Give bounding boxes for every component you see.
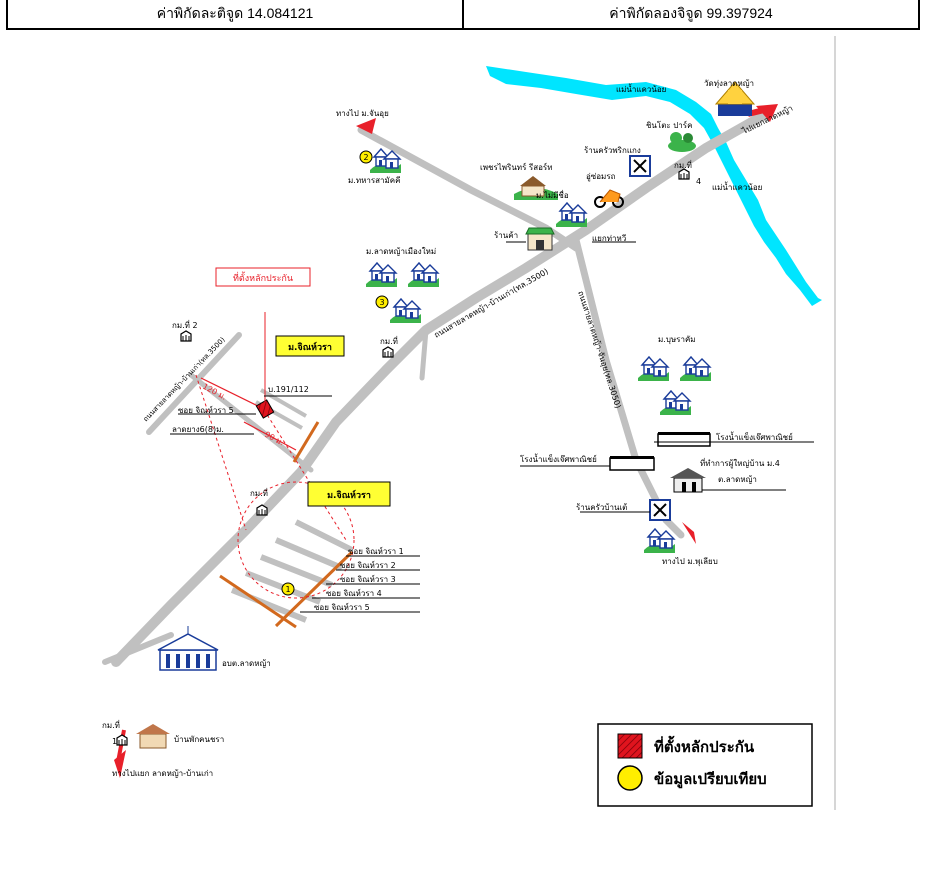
label-moo-thahan: ม.ทหารสามัคคี — [348, 176, 401, 185]
resort-icon — [514, 176, 558, 200]
label-village-head-office: ที่ทำการผู้ใหญ่บ้าน ม.4 — [700, 457, 780, 469]
label-ice-factory-right: โรงน้ำแข็งเจ๊ศพาณิชย์ — [716, 431, 793, 442]
legend-comparison-label: ข้อมูลเปรียบเทียบ — [654, 770, 767, 789]
svg-text:ม.จิณห์วรา: ม.จิณห์วรา — [327, 489, 371, 501]
label-dist-90: 90 ม. — [263, 430, 285, 448]
label-moo-maimeechue: ม.ไม่มีชื่อ — [536, 189, 569, 200]
label-restaurant-prikgaeng: ร้านครัวพริกแกง — [584, 146, 641, 155]
office-icon — [670, 468, 706, 493]
location-map: 2 3 1 ที่ตั้งหลักประกัน ม.จิณห์วรา ม.จิณ… — [102, 66, 822, 807]
house-icon — [407, 262, 440, 288]
frame-right-line — [834, 36, 836, 810]
km-post-icon — [678, 168, 690, 180]
map-labels: ทางไป ม.จันอุย ม.ทหารสามัคคี แม่น้ำแควน้… — [102, 79, 794, 778]
km-post-icon — [116, 734, 128, 746]
label-km4-num: 4 — [696, 177, 701, 186]
svg-text:2: 2 — [363, 153, 368, 162]
house-icon — [643, 528, 676, 554]
label-guesthouse: บ้านพักคนชรา — [174, 735, 224, 744]
label-soi-2: ซอย จิณห์วรา 2 — [340, 560, 396, 570]
km-post-icon — [382, 346, 394, 358]
label-paved-road: ลาดยาง6(8)ม. — [172, 425, 224, 434]
label-soi-4: ซอย จิณห์วรา 4 — [326, 588, 382, 598]
comparison-marker-3: 3 — [375, 295, 389, 309]
soi-boundaries — [219, 421, 354, 629]
label-garage: อู่ซ่อมรถ — [586, 172, 616, 182]
label-river-top: แม่น้ำแควน้อย — [616, 83, 666, 94]
svg-text:3: 3 — [379, 298, 384, 307]
label-soi-5: ซอย จิณห์วรา 5 — [314, 602, 370, 612]
svg-text:ที่ตั้งหลักประกัน: ที่ตั้งหลักประกัน — [233, 271, 293, 284]
label-tambon: ต.ลาดหญ้า — [718, 475, 757, 484]
collateral-label-box: ที่ตั้งหลักประกัน — [215, 267, 311, 287]
distance-arrows — [200, 377, 297, 451]
label-junction: แยกท่าหวี — [592, 234, 626, 243]
restaurant-icon — [629, 155, 651, 177]
house-icon — [659, 390, 692, 416]
svg-text:ม.จิณห์วรา: ม.จิณห์วรา — [288, 341, 332, 353]
label-road-3050: ถนนสายลาดหญ้า-จันอุย(ทล.3050) — [576, 290, 623, 410]
label-shop: ร้านค้า — [494, 231, 518, 240]
label-sao: อบต.ลาดหญ้า — [222, 659, 271, 668]
collateral-parcel — [255, 399, 275, 419]
label-underlines — [170, 241, 814, 613]
house-icon — [555, 202, 588, 228]
label-km4: กม.ที่ — [674, 159, 692, 170]
svg-text:1: 1 — [285, 585, 290, 594]
label-moo-bunyarak: ม.บุษราคัม — [658, 335, 696, 344]
label-river-side: แม่น้ำแควน้อย — [712, 181, 762, 192]
temple-icon — [714, 81, 756, 116]
label-soi-1: ซอย จิณห์วรา 1 — [348, 546, 404, 556]
km-post-icon — [256, 504, 268, 516]
comparison-marker-2: 2 — [359, 150, 373, 164]
legend-collateral-swatch — [617, 733, 643, 759]
comparison-marker-1: 1 — [281, 582, 295, 596]
callout-line-2 — [260, 404, 347, 541]
label-km-mid: กม.ที่ — [380, 335, 398, 346]
label-resort: เพชรไพรินทร์ รีสอร์ท — [480, 162, 552, 172]
legend-collateral-label: ที่ตั้งหลักประกัน — [654, 735, 755, 756]
label-to-chanuey: ทางไป ม.จันอุย — [336, 109, 389, 118]
village-label-box-bottom: ม.จิณห์วรา — [307, 481, 391, 507]
shop-icon — [525, 227, 555, 251]
label-to-ladya-baankao: ทางไปแยก ลาดหญ้า-บ้านเก่า — [112, 769, 213, 778]
label-km1-num: 1 — [112, 737, 117, 746]
sao-building-icon — [157, 626, 219, 671]
guesthouse-icon — [136, 724, 170, 749]
focus-circle — [237, 481, 355, 599]
label-soi-5-top: ซอย จิณห์วรา 5 — [178, 405, 234, 415]
legend-comparison-swatch — [617, 765, 643, 791]
ice-factory-icon — [609, 456, 655, 471]
label-to-phuleab: ทางไป ม.พุเลียบ — [662, 557, 718, 566]
village-label-box-top: ม.จิณห์วรา — [275, 335, 345, 357]
house-icon — [365, 262, 398, 288]
label-km-lower: กม.ที่ — [250, 487, 268, 498]
legend: ที่ตั้งหลักประกัน ข้อมูลเปรียบเทียบ — [597, 723, 813, 807]
label-plot-number: บ.191/112 — [268, 385, 309, 394]
house-icon — [679, 356, 712, 382]
coordinate-bar: ค่าพิกัดละติจูด 14.084121 ค่าพิกัดลองจิจ… — [6, 0, 920, 30]
house-icon — [389, 298, 422, 324]
km-post-icon — [180, 330, 192, 342]
restaurant-icon — [649, 499, 671, 521]
label-soi-3: ซอย จิณห์วรา 3 — [340, 574, 396, 584]
label-ice-factory-left: โรงน้ำแข็งเจ๊ศพาณิชย์ — [520, 453, 597, 464]
house-icon — [637, 356, 670, 382]
label-park: ชินโตะ ปาร์ค — [646, 120, 692, 130]
longitude-cell: ค่าพิกัดลองจิจูด 99.397924 — [462, 0, 918, 28]
motorbike-icon — [594, 189, 624, 208]
label-temple: วัดทุ่งลาดหญ้า — [704, 79, 754, 88]
label-km1: กม.ที่ — [102, 719, 120, 730]
park-icon — [668, 132, 696, 152]
latitude-cell: ค่าพิกัดละติจูด 14.084121 — [156, 5, 314, 21]
label-moo-ladya-new: ม.ลาดหญ้าเมืองใหม่ — [366, 247, 436, 256]
ice-factory-icon — [657, 432, 711, 447]
label-restaurant-baantae: ร้านครัวบ้านเต้ — [576, 503, 627, 512]
label-road-3500-main: ถนนสายลาดหญ้า-บ้านเก่า(ทล.3500) — [433, 267, 550, 340]
label-km2: กม.ที่ 2 — [172, 319, 198, 330]
